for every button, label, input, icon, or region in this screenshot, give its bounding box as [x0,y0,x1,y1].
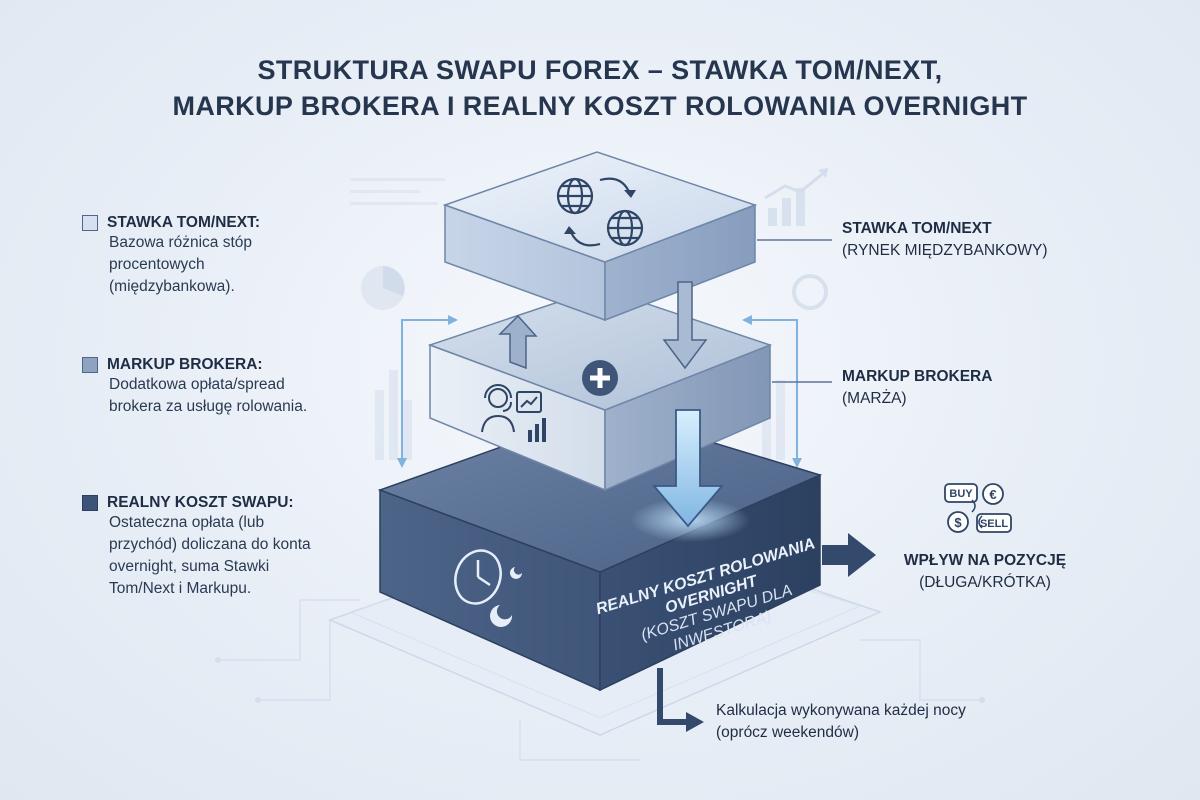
top-block-tom-next [442,151,758,322]
label-tomnext-sub: (RYNEK MIĘDZYBANKOWY) [842,242,1048,259]
legend-item-tomnext: STAWKA TOM/NEXT: Bazowa różnica stóp pro… [82,214,342,298]
bottom-block-real-cost [377,409,823,692]
title-line-2: MARKUP BROKERA I REALNY KOSZT ROLOWANIA … [172,91,1028,121]
dollar-glyph: $ [954,515,962,530]
rising-chart-icon [764,168,828,226]
buy-badge-text: BUY [949,488,973,500]
buy-sell-currency-icon: BUY € $ SELL [944,483,1012,533]
label-markup: MARKUP BROKERA (MARŻA) [842,366,992,410]
up-arrow [498,314,538,370]
calculation-note: Kalkulacja wykonywana każdej nocy (opróc… [716,700,966,744]
legend-swatch-light [82,215,98,231]
note-line-1: Kalkulacja wykonywana każdej nocy [716,702,966,719]
euro-glyph: € [989,487,996,502]
right-feedback-arrows [742,315,802,468]
legend-swatch-dark [82,495,98,511]
legend-title: MARKUP BROKERA: [107,356,263,373]
globe-exchange-icon [556,177,644,247]
label-tomnext: STAWKA TOM/NEXT (RYNEK MIĘDZYBANKOWY) [842,218,1048,262]
legend-desc: Ostateczna opłata (lub przychód) dolicza… [109,514,311,597]
clock-moon-icon [454,549,522,627]
label-impact: WPŁYW NA POZYCJĘ (DŁUGA/KRÓTKA) [890,550,1080,594]
legend-swatch-medium [82,357,98,373]
label-markup-sub: (MARŻA) [842,390,907,407]
left-feedback-arrows [397,315,458,468]
legend-title: STAWKA TOM/NEXT: [107,214,260,231]
plus-icon [582,360,618,396]
note-line-2: (oprócz weekendów) [716,724,860,741]
label-impact-title: WPŁYW NA POZYCJĘ [903,552,1067,569]
label-markup-title: MARKUP BROKERA [842,368,993,385]
broker-headset-icon [481,384,546,442]
legend-item-markup: MARKUP BROKERA: Dodatkowa opłata/spread … [82,356,342,418]
legend-desc: Bazowa różnica stóp procentowych (między… [109,234,253,295]
gauge-icon [792,274,828,310]
title-line-1: STRUKTURA SWAPU FOREX – STAWKA TOM/NEXT, [257,55,943,85]
legend-desc: Dodatkowa opłata/spread brokera za usług… [109,376,308,415]
down-arrow-top [662,281,708,370]
right-arrow-impact [822,533,876,577]
label-impact-sub: (DŁUGA/KRÓTKA) [919,574,1051,591]
legend-title: REALNY KOSZT SWAPU: [107,494,294,511]
label-tomnext-title: STAWKA TOM/NEXT [842,220,992,237]
down-arrow-glowing [630,409,750,542]
note-arrow [657,668,704,732]
sell-badge-text: SELL [980,518,1008,530]
page-title: STRUKTURA SWAPU FOREX – STAWKA TOM/NEXT,… [0,52,1200,124]
legend-item-real-cost: REALNY KOSZT SWAPU: Ostateczna opłata (l… [82,494,342,600]
